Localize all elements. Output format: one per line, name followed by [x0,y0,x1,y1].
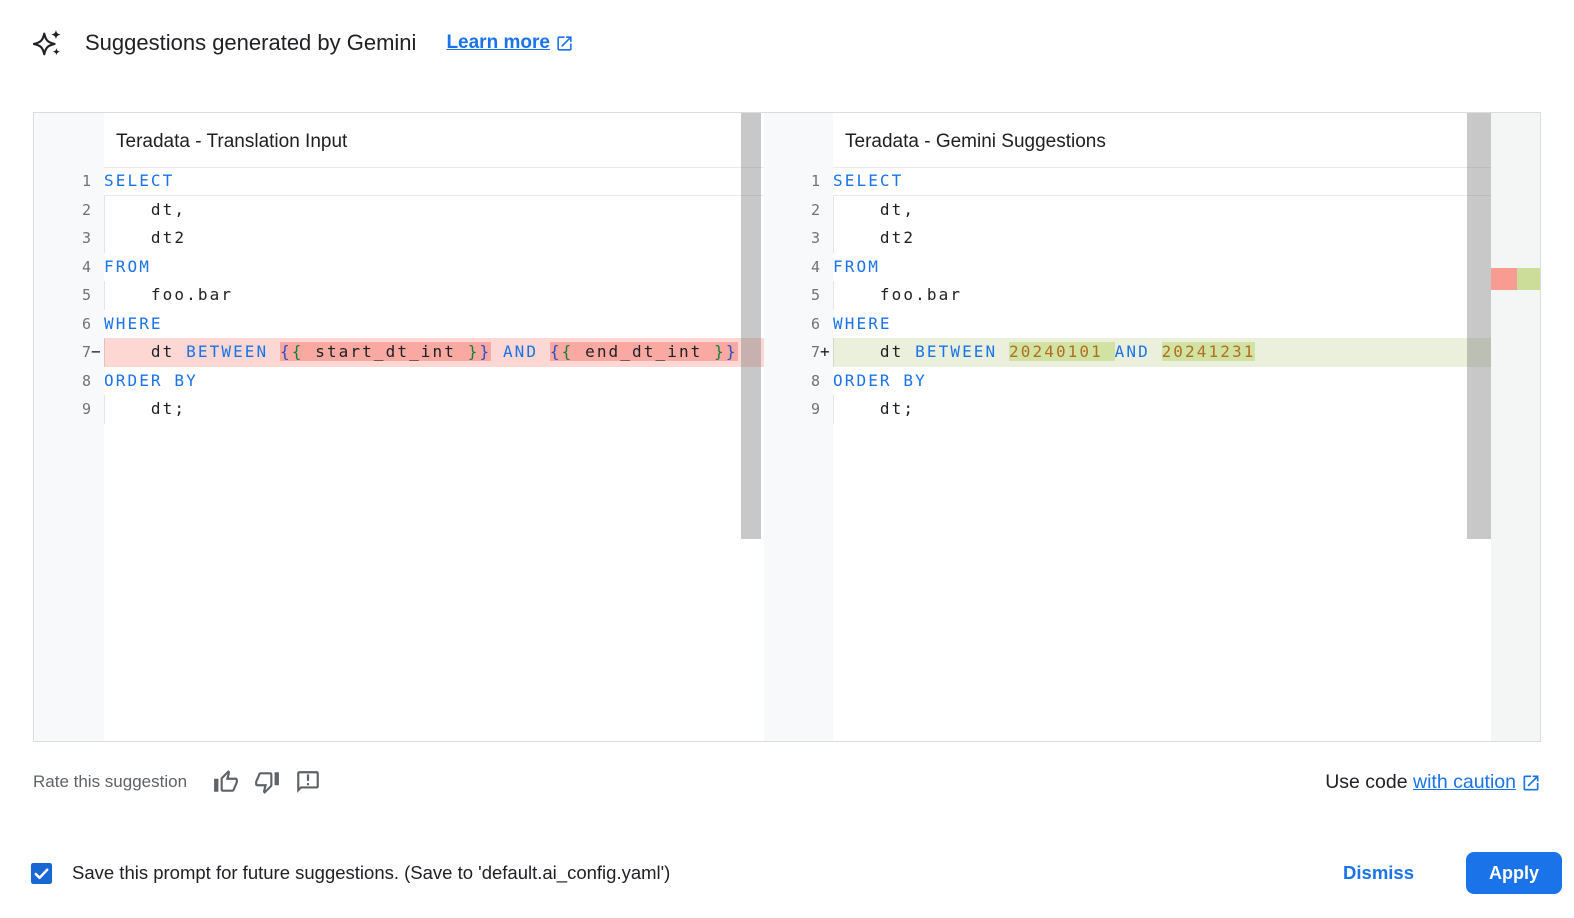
code-line[interactable]: 4 FROM [773,253,1491,282]
code-line[interactable]: 7+ dt BETWEEN 20240101 AND 20241231 [773,338,1491,367]
use-code-label: Use code [1325,771,1414,793]
code-line[interactable]: 9 dt; [34,395,764,424]
scrollbar-thumb[interactable] [1467,113,1491,539]
line-number: 3 [810,229,820,247]
thumbs-up-button[interactable] [213,769,239,795]
pane-divider [764,113,773,741]
apply-button[interactable]: Apply [1466,852,1562,894]
code-line[interactable]: 1 SELECT [34,167,764,196]
line-number: 2 [810,200,820,219]
code-line[interactable]: 9 dt; [773,395,1491,424]
feedback-icon [297,771,319,793]
code-line[interactable]: 3 dt2 [34,224,764,253]
use-code-caution: Use code with caution [1325,771,1541,794]
line-number: 2 [81,200,91,219]
external-link-icon [1523,775,1539,790]
external-link-icon [557,35,572,51]
line-number: 3 [81,229,91,247]
code-line[interactable]: 3 dt2 [773,224,1491,253]
line-number: 5 [810,286,820,304]
suggestions-header: Suggestions generated by Gemini Learn mo… [33,28,574,58]
code-text: SELECT [104,167,764,196]
code-line[interactable]: 7− dt BETWEEN {{ start_dt_int }} AND {{ … [34,338,764,367]
code-text: foo.bar [104,281,764,310]
line-number: 9 [81,400,91,418]
code-text: FROM [833,256,880,276]
code-text: WHERE [104,313,163,333]
line-number: 5 [81,286,91,304]
line-number: 7− [34,338,104,367]
pane-title-translation-input: Teradata - Translation Input [116,131,348,152]
code-text: dt2 [833,224,1491,253]
line-number-gutter [34,113,104,741]
line-number: 6 [81,314,91,333]
save-prompt-checkbox[interactable] [30,862,53,885]
line-number: 9 [810,400,820,418]
pane-title-gemini-suggestions: Teradata - Gemini Suggestions [845,131,1106,152]
diff-added-marker: + [820,342,830,361]
code-text: dt BETWEEN {{ start_dt_int }} AND {{ end… [104,338,764,367]
code-line[interactable]: 6 WHERE [34,310,764,339]
overview-removed-marker [1491,268,1517,290]
code-line[interactable]: 5 foo.bar [773,281,1491,310]
code-line[interactable]: 8 ORDER BY [34,367,764,396]
code-text: foo.bar [833,281,1491,310]
code-text: FROM [104,256,151,276]
action-bar: Save this prompt for future suggestions.… [30,850,1562,896]
thumbs-up-icon [214,770,238,792]
code-text: dt2 [104,224,764,253]
line-number: 8 [81,371,91,390]
rate-label: Rate this suggestion [33,772,188,791]
code-text: dt, [833,195,1491,225]
code-line[interactable]: 4 FROM [34,253,764,282]
code-text: dt; [833,395,1491,424]
code-text: dt BETWEEN 20240101 AND 20241231 [833,338,1491,367]
code-text: SELECT [833,167,1491,196]
line-number-gutter [773,113,833,741]
gemini-sparkle-icon [33,29,61,56]
code-text: dt, [104,195,764,225]
code-line[interactable]: 5 foo.bar [34,281,764,310]
code-text: dt; [104,395,764,424]
page-title: Suggestions generated by Gemini [85,30,417,55]
code-text: ORDER BY [104,370,198,390]
code-line[interactable]: 2 dt, [773,195,1491,225]
dismiss-button[interactable]: Dismiss [1331,854,1426,892]
code-text: WHERE [833,313,892,333]
with-caution-link[interactable]: with caution [1413,771,1541,794]
code-line[interactable]: 2 dt, [34,195,764,225]
code-text: ORDER BY [833,370,927,390]
code-line[interactable]: 8 ORDER BY [773,367,1491,396]
scrollbar-thumb[interactable] [741,113,761,539]
line-number: 6 [810,314,820,333]
line-number: 1 [81,172,91,190]
thumbs-down-button[interactable] [254,769,280,795]
code-line[interactable]: 6 WHERE [773,310,1491,339]
line-number: 4 [81,257,91,276]
line-number: 1 [810,172,820,190]
feedback-button[interactable] [295,769,321,795]
diff-overview-ruler [1491,113,1540,741]
overview-added-marker [1517,268,1540,290]
learn-more-link[interactable]: Learn more [446,32,573,54]
code-line[interactable]: 1 SELECT [773,167,1491,196]
line-number: 8 [810,371,820,390]
thumbs-down-icon [255,772,279,794]
diff-removed-marker: − [91,342,101,361]
line-number: 7+ [773,338,833,367]
rate-suggestion-row: Rate this suggestion [33,769,321,795]
line-number: 4 [810,257,820,276]
save-prompt-label: Save this prompt for future suggestions.… [72,862,671,883]
